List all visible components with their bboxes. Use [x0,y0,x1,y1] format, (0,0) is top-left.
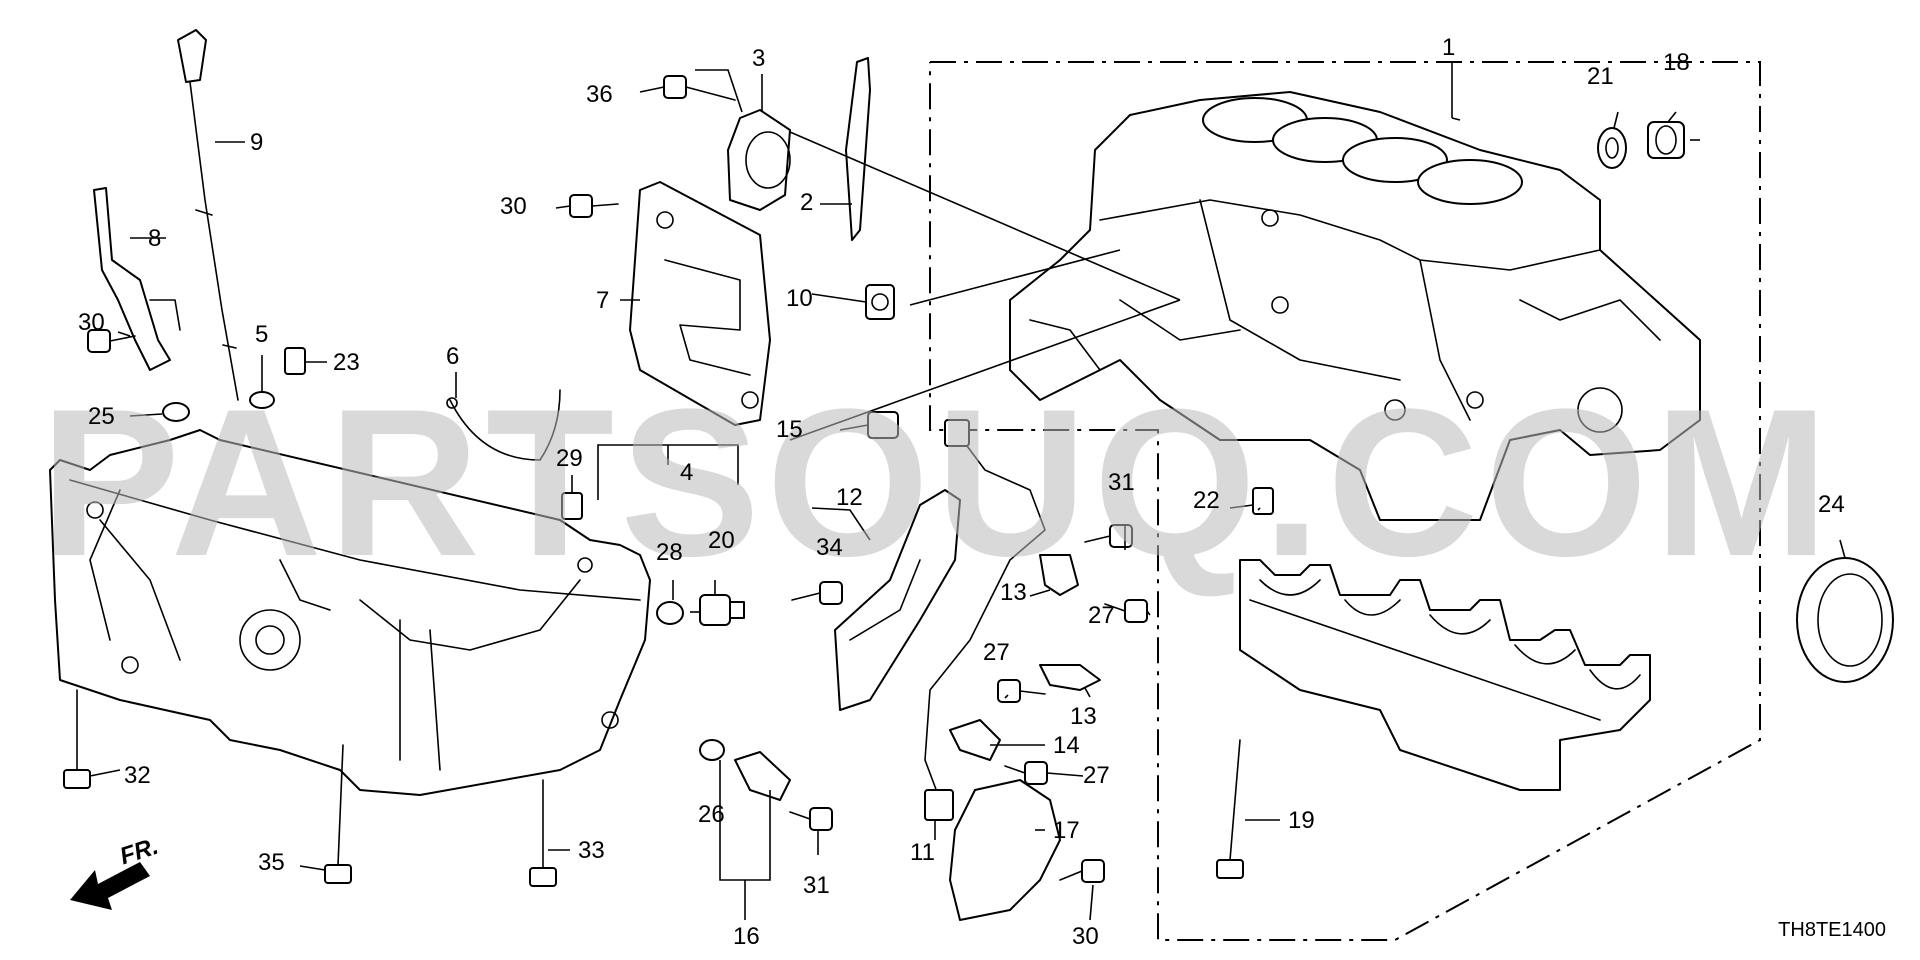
callout-13-lower[interactable]: 13 [1070,703,1097,730]
dowel-pin-22[interactable] [1252,487,1274,515]
callout-3[interactable]: 3 [752,45,765,72]
callout-8[interactable]: 8 [148,225,161,252]
gasket-strip[interactable] [446,389,561,461]
callout-27-lower[interactable]: 27 [1083,762,1110,789]
drain-washer[interactable] [656,601,684,625]
bolt-36[interactable] [663,75,736,101]
bolt-33[interactable] [529,779,557,887]
cover-plate[interactable] [727,109,791,211]
knock-sensor-harness[interactable] [924,419,1046,821]
callout-28[interactable]: 28 [656,539,683,566]
callout-30-left[interactable]: 30 [78,309,105,336]
callout-30-upper[interactable]: 30 [500,193,527,220]
drain-plug[interactable] [1647,121,1685,159]
harness-clamp-upper[interactable] [1039,554,1079,596]
callout-27-upper[interactable]: 27 [1088,602,1115,629]
bolt-30-left[interactable] [87,329,136,353]
callout-24[interactable]: 24 [1818,491,1845,518]
front-direction-arrow-icon [70,862,150,910]
leader-lines [89,62,1846,921]
oil-dipstick[interactable] [177,29,239,401]
callout-1[interactable]: 1 [1442,34,1455,61]
callout-31-lower[interactable]: 31 [803,872,830,899]
callout-4[interactable]: 4 [680,459,693,486]
callout-23[interactable]: 23 [333,349,360,376]
callout-11[interactable]: 11 [910,839,935,866]
bolt-35[interactable] [324,744,352,884]
bolt-31-lower[interactable] [789,807,833,831]
bolt-19[interactable] [1216,739,1244,879]
callout-33[interactable]: 33 [578,837,605,864]
callout-20[interactable]: 20 [708,527,735,554]
callout-9[interactable]: 9 [250,129,263,156]
callout-13-upper[interactable]: 13 [1000,579,1027,606]
drain-bolt[interactable] [699,594,745,626]
callout-12[interactable]: 12 [836,484,863,511]
dowel-pin-23[interactable] [284,347,306,375]
callout-5[interactable]: 5 [255,321,268,348]
callout-36[interactable]: 36 [586,81,613,108]
breather-pipe[interactable] [845,57,871,241]
callout-32[interactable]: 32 [124,762,151,789]
callout-18[interactable]: 18 [1663,49,1690,76]
diagram-code: TH8TE1400 [1778,919,1886,941]
callout-22[interactable]: 22 [1193,487,1220,514]
callout-17[interactable]: 17 [1053,817,1080,844]
callout-14[interactable]: 14 [1053,732,1080,759]
callout-25[interactable]: 25 [88,403,115,430]
callout-19[interactable]: 19 [1288,807,1315,834]
callout-26[interactable]: 26 [698,801,725,828]
callout-10[interactable]: 10 [786,285,813,312]
callout-16[interactable]: 16 [733,923,760,950]
callout-34[interactable]: 34 [816,534,843,561]
heat-shield[interactable] [834,489,961,711]
oil-pressure-switch[interactable] [865,284,895,320]
bolt-32[interactable] [63,689,91,789]
callout-31-upper[interactable]: 31 [1108,469,1135,496]
crank-position-sensor[interactable] [699,739,791,801]
plug-washer[interactable] [1597,127,1627,169]
callout-7[interactable]: 7 [596,287,609,314]
callout-labels: 1 2 3 4 5 6 7 8 9 10 11 12 13 13 14 15 1… [78,34,1845,950]
callout-35[interactable]: 35 [258,849,285,876]
watermark-text: PARTSOUQ.COM [40,365,1835,600]
bearing-cap-bridge[interactable] [1239,559,1651,791]
callout-27-middle[interactable]: 27 [983,639,1010,666]
callout-6[interactable]: 6 [446,343,459,370]
callout-21[interactable]: 21 [1587,63,1614,90]
oil-pan-lower-block[interactable] [49,429,651,796]
sealing-washer-25[interactable] [162,402,190,422]
bolt-27-middle[interactable] [997,679,1046,703]
bolt-34[interactable] [791,581,843,605]
callout-15[interactable]: 15 [776,416,803,443]
callout-30-lower[interactable]: 30 [1072,923,1099,950]
dipstick-tube[interactable] [93,187,181,371]
bolt-27-lower[interactable] [1004,761,1048,785]
callout-2[interactable]: 2 [800,189,813,216]
bolt-31-upper[interactable] [1084,524,1133,548]
bolt-30-lower[interactable] [1059,859,1105,883]
bolt-30-upper[interactable] [569,194,619,218]
oil-separator-cover[interactable] [629,181,771,426]
harness-stay[interactable] [949,719,1001,761]
callout-29[interactable]: 29 [556,445,583,472]
harness-clamp-lower[interactable] [1039,664,1101,691]
sensor-cover[interactable] [949,779,1061,921]
cylinder-block[interactable] [1009,91,1701,521]
